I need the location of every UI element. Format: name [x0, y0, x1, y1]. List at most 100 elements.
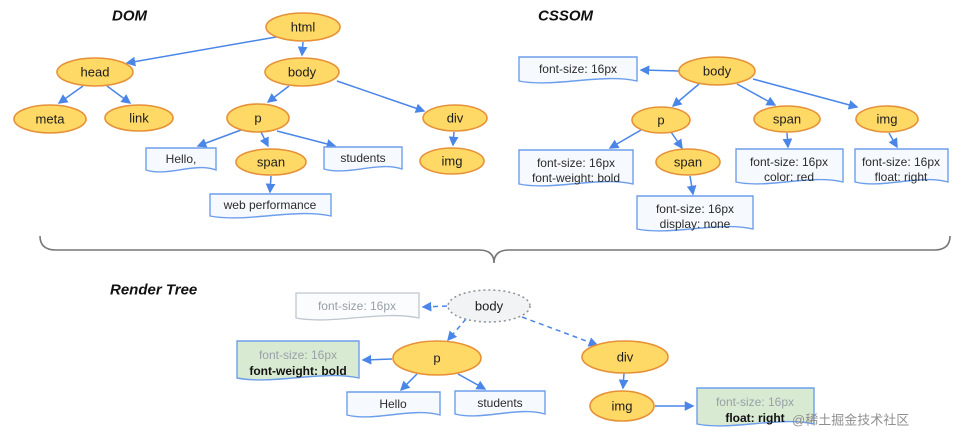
style-line: font-size: 16px	[750, 155, 828, 169]
cssom-node-span-nested: span	[655, 148, 721, 176]
style-line: font-size: 16px	[539, 62, 617, 76]
text-node-label: students	[340, 151, 385, 165]
dom-text-web-performance: web performance	[209, 193, 332, 219]
doc-shape	[295, 292, 420, 321]
dom-node-img: img	[419, 147, 485, 175]
node-shape	[678, 56, 756, 86]
style-line: font-size: 16px	[656, 202, 734, 216]
cssom-style-body: font-size: 16px	[518, 56, 638, 84]
dom-text-hello: Hello,	[145, 147, 217, 173]
edge-p-style	[608, 129, 642, 149]
doc-shape	[209, 193, 332, 219]
node-label: img	[612, 399, 633, 414]
edge-body-div	[336, 80, 426, 113]
dom-node-span: span	[235, 148, 307, 176]
edge-img-style	[888, 132, 898, 149]
render-node-img: img	[589, 390, 655, 422]
edge-head-meta	[57, 85, 84, 104]
dom-node-body: body	[264, 57, 340, 87]
cssom-node-p: p	[631, 106, 691, 134]
style-line: color: red	[764, 170, 814, 184]
style-line: font-weight: bold	[532, 171, 620, 185]
render-tree-title: Render Tree	[110, 282, 197, 299]
style-line: float: right	[875, 170, 928, 184]
render-text-hello: Hello	[346, 391, 441, 418]
watermark: @稀土掘金技术社区	[792, 413, 909, 428]
node-shape	[13, 104, 87, 134]
cssom-title: CSSOM	[538, 8, 594, 25]
edge-body-p	[266, 85, 290, 103]
node-label: div	[617, 350, 634, 365]
edge-body-p	[447, 318, 467, 342]
style-line: float: right	[725, 411, 784, 425]
node-shape	[56, 57, 134, 87]
cssom-node-span: span	[753, 105, 821, 133]
doc-shape	[636, 195, 754, 232]
edge-body-p	[671, 83, 700, 107]
render-node-p: p	[392, 340, 482, 376]
node-label: link	[129, 111, 149, 126]
dom-node-div: div	[422, 104, 488, 132]
dom-node-meta: meta	[13, 104, 87, 134]
edge-body-style	[639, 65, 680, 76]
edge-p-style	[361, 354, 393, 365]
node-label: meta	[36, 112, 66, 127]
combining-brace	[39, 235, 951, 264]
node-label: img	[442, 154, 463, 169]
dom-node-html: html	[265, 12, 341, 42]
edge-p-hello	[196, 129, 242, 148]
render-node-body: body	[447, 289, 531, 323]
node-label: span	[773, 112, 801, 127]
node-shape	[581, 340, 669, 374]
node-label: body	[703, 64, 732, 79]
edge-span-webperf	[265, 175, 276, 194]
dom-text-students: students	[323, 146, 403, 172]
style-line: font-size: 16px	[318, 299, 396, 313]
render-edges	[361, 301, 695, 411]
style-line: font-size: 16px	[259, 348, 337, 362]
doc-shape	[854, 148, 949, 185]
render-style-img: font-size: 16px float: right	[696, 387, 815, 427]
node-label: p	[254, 111, 261, 126]
render-style-p: font-size: 16px font-weight: bold	[236, 340, 360, 381]
node-label: p	[657, 113, 664, 128]
edge-p-span	[259, 131, 269, 148]
text-node-label: web performance	[223, 198, 317, 212]
cssom-style-span-nested: font-size: 16px display: none	[636, 195, 754, 232]
render-text-students: students	[454, 390, 546, 417]
doc-shape	[735, 148, 844, 185]
cssom-node-body: body	[678, 56, 756, 86]
dom-node-link: link	[104, 104, 174, 132]
node-shape	[589, 390, 655, 422]
node-label: span	[674, 155, 702, 170]
doc-shape	[518, 149, 634, 187]
edge-span2-style	[686, 175, 697, 196]
node-shape	[419, 147, 485, 175]
edge-p-students	[457, 373, 487, 390]
node-label: div	[447, 111, 464, 126]
style-line: font-size: 16px	[716, 395, 794, 409]
cssom-style-img: font-size: 16px float: right	[854, 148, 949, 185]
dom-title: DOM	[112, 8, 148, 25]
node-shape	[855, 105, 919, 133]
edge-p-students	[276, 130, 337, 149]
edge-div-img	[448, 131, 459, 147]
edge-body-img	[752, 78, 859, 110]
doc-shape	[454, 390, 546, 417]
node-shape	[264, 57, 340, 87]
cssom-style-span: font-size: 16px color: red	[735, 148, 844, 185]
node-shape	[631, 106, 691, 134]
edge-div-img	[618, 372, 629, 390]
node-label: body	[288, 65, 317, 80]
edge-body-style	[421, 301, 448, 312]
node-label: p	[433, 351, 440, 366]
node-shape	[235, 148, 307, 176]
node-label: html	[291, 20, 316, 35]
node-shape	[104, 104, 174, 132]
doc-shape	[323, 146, 403, 172]
doc-shape	[236, 340, 360, 381]
doc-shape	[346, 391, 441, 418]
cssom-style-p: font-size: 16px font-weight: bold	[518, 149, 634, 187]
node-label: span	[257, 155, 285, 170]
